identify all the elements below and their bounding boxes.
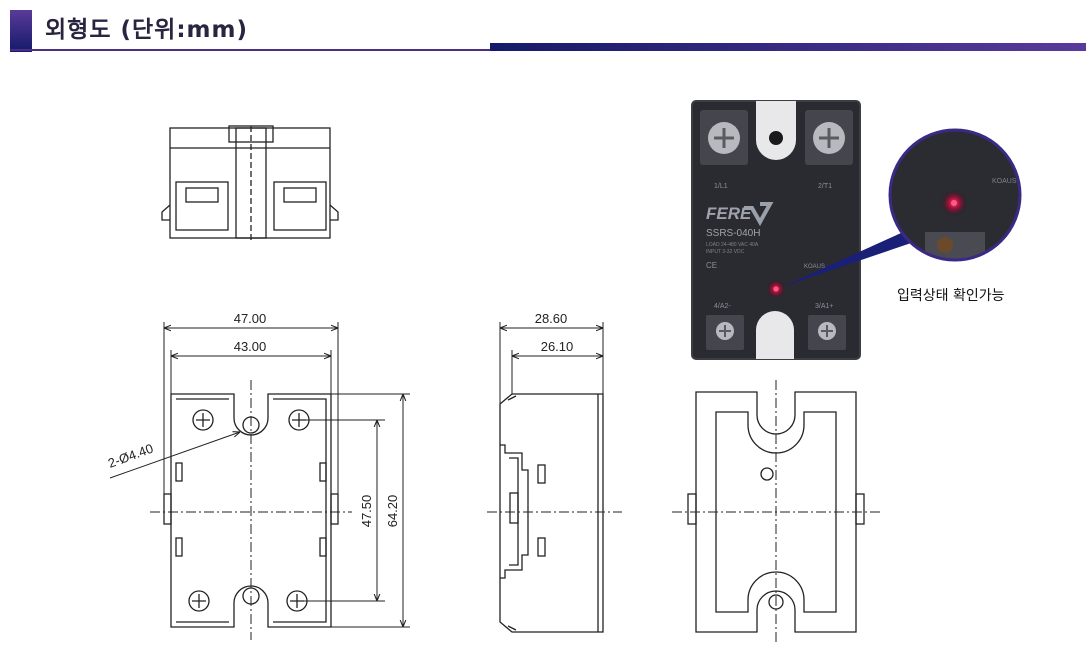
top-view (161, 125, 339, 240)
title-underline (10, 49, 490, 51)
dim-47-00: 47.00 (234, 311, 267, 326)
photo-ce-mark: CE (706, 261, 717, 270)
dim-28-60: 28.60 (535, 311, 568, 326)
side-view (487, 393, 622, 633)
photo-terminal-4: 3/A1+ (815, 303, 834, 310)
photo-model: SSRS-040H (706, 228, 760, 239)
dim-64-20: 64.20 (385, 495, 400, 528)
title-accent-bar (10, 10, 32, 52)
side-dimensions (499, 322, 604, 404)
magnified-maker-mark: KOAUS (992, 178, 1017, 185)
callout-label: 입력상태 확인가능 (897, 288, 1005, 304)
device-photo (691, 100, 861, 360)
photo-terminal-2: 2/T1 (818, 183, 832, 190)
photo-spec-2: INPUT 3-32 VDC (706, 249, 745, 255)
rear-view (672, 380, 880, 644)
dim-43-00: 43.00 (234, 339, 267, 354)
front-dimensions (109, 322, 410, 628)
photo-brand: FERE (706, 204, 752, 223)
dim-26-10: 26.10 (541, 339, 574, 354)
magnified-circle-border (888, 128, 1022, 262)
callout-pointer (782, 228, 917, 287)
magnified-circle (890, 130, 1020, 260)
photo-spec-1: LOAD 24-480 VAC 40A (706, 242, 759, 248)
photo-terminal-3: 4/A2- (714, 303, 731, 310)
photo-terminal-1: 1/L1 (714, 183, 728, 190)
title-underline-gradient (490, 43, 1086, 51)
dim-47-50: 47.50 (359, 495, 374, 528)
photo-maker-mark: KOAUS (804, 264, 825, 270)
page-title: 외형도 (단위:mm) (45, 17, 248, 43)
dim-hole-label: 2-Ø4.40 (106, 441, 155, 471)
